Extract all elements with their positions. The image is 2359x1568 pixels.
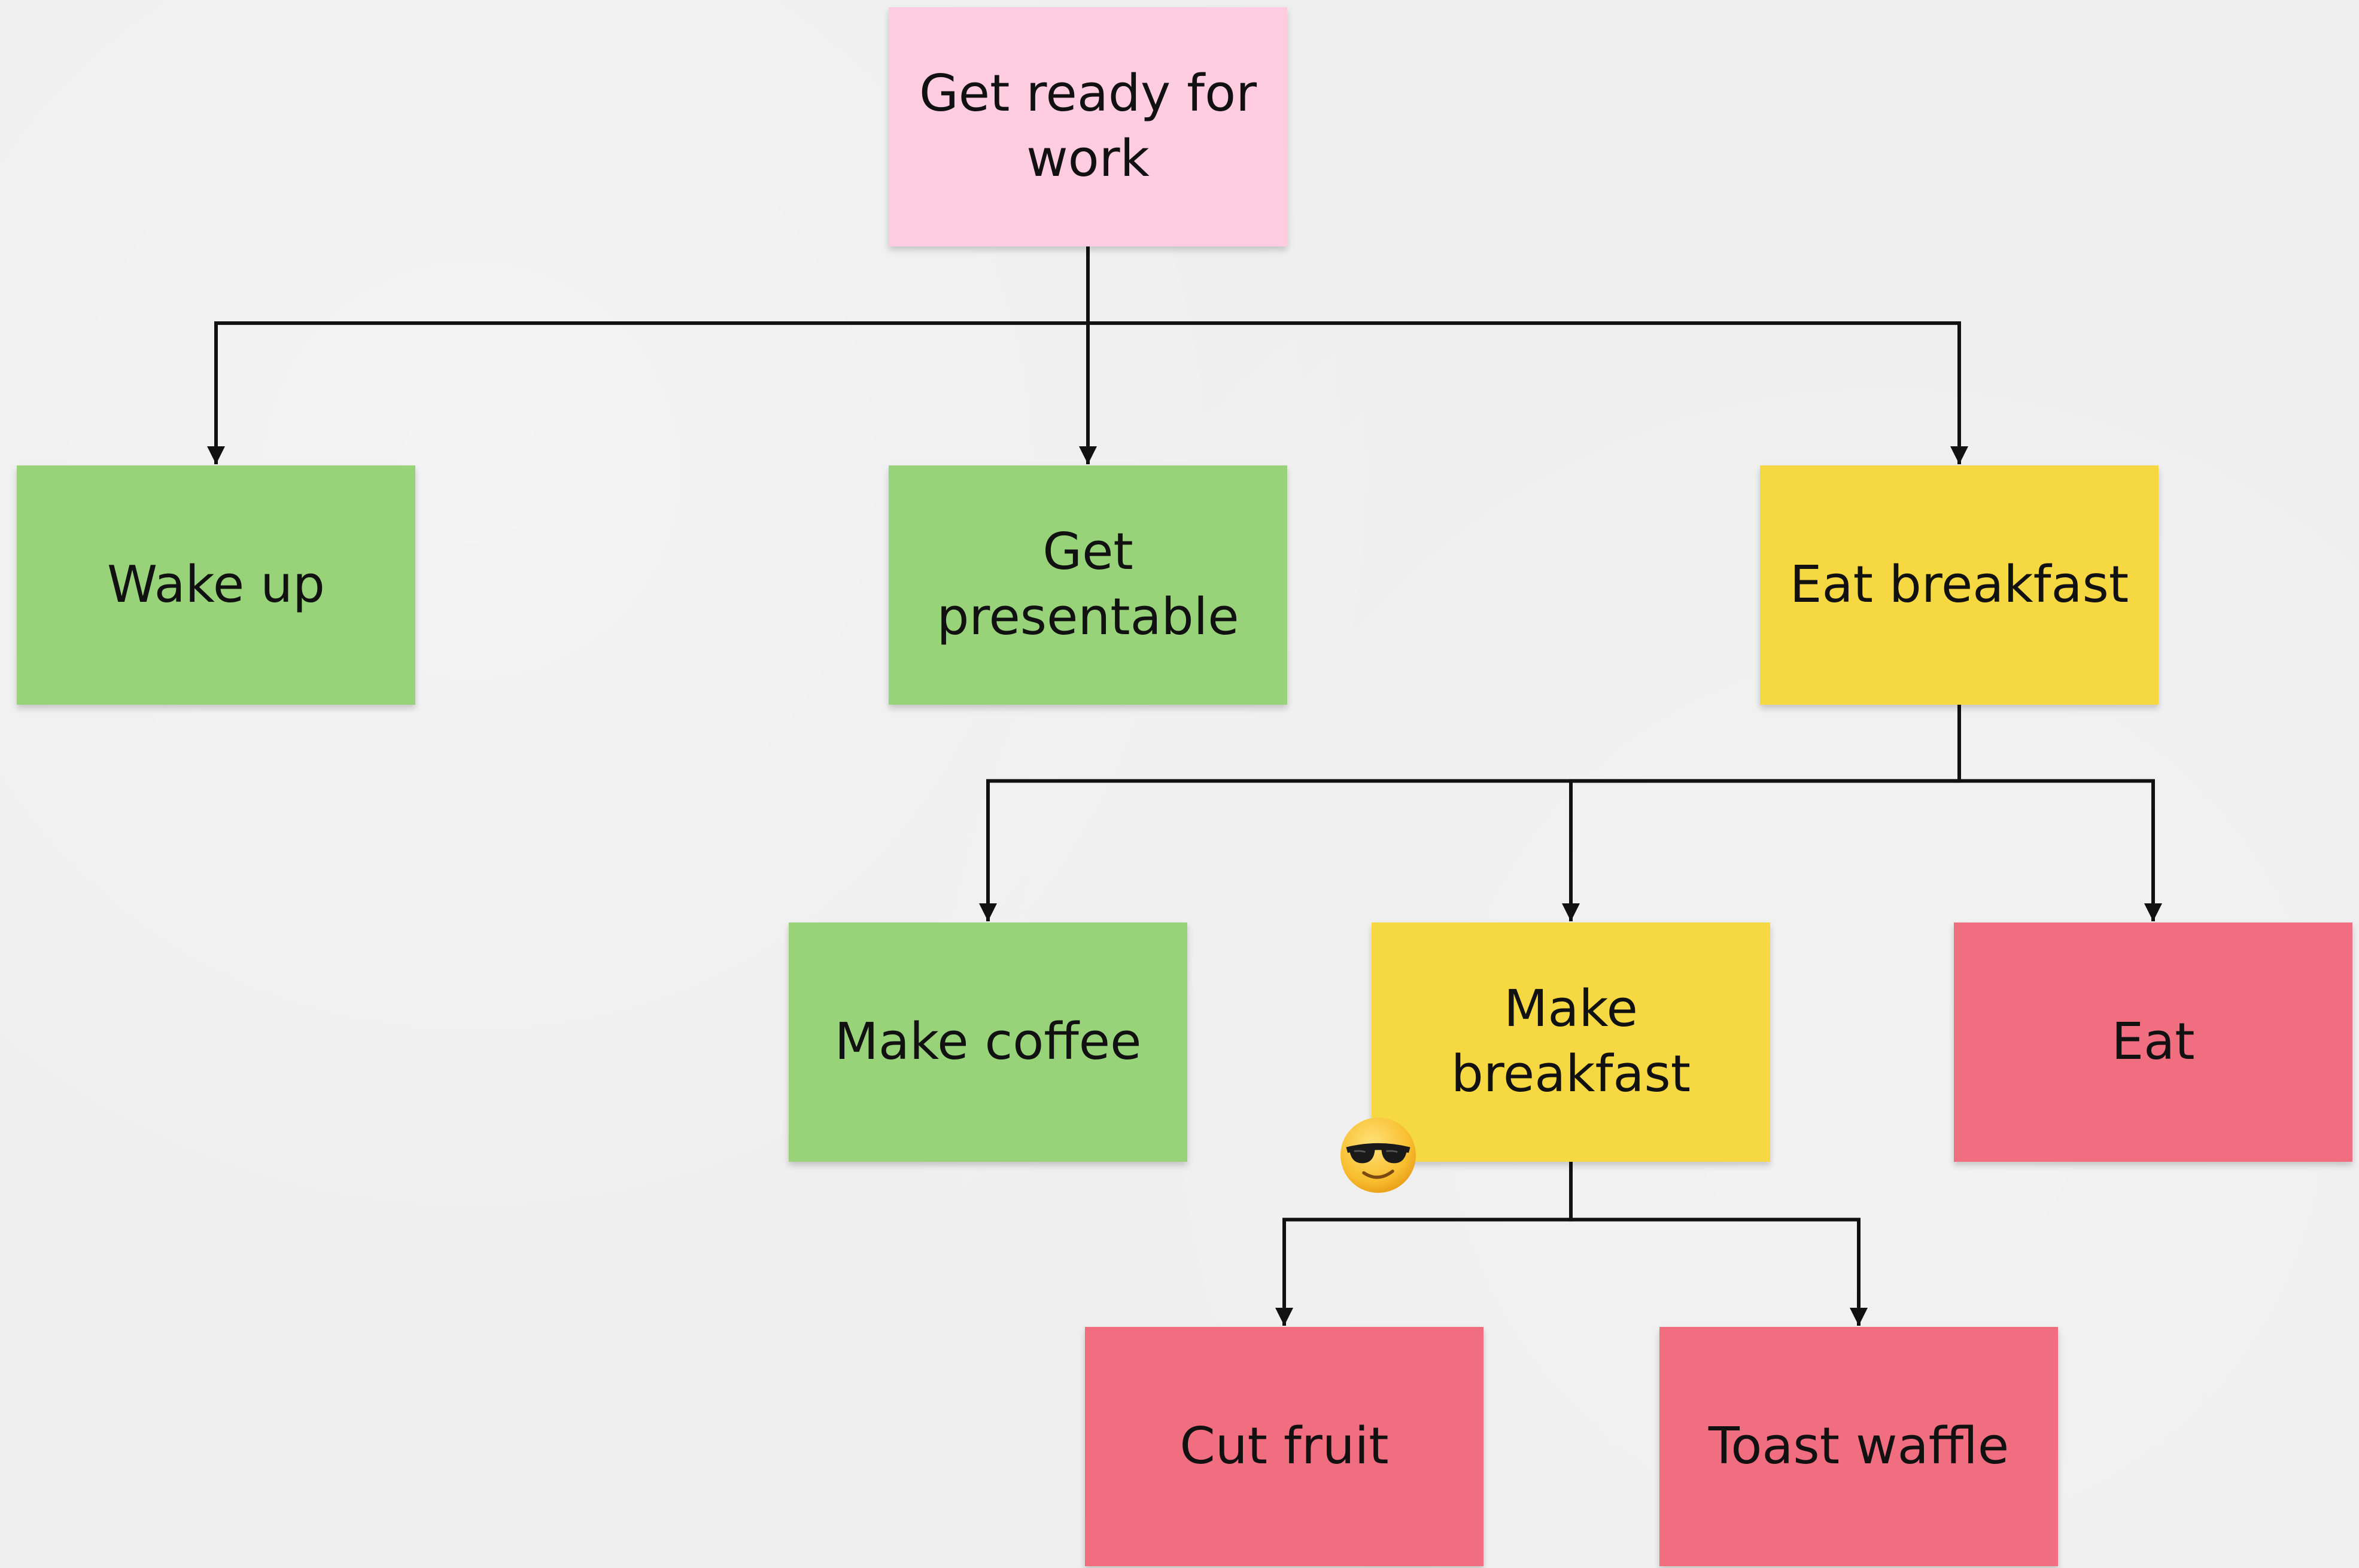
note-wake-up[interactable]: Wake up	[17, 465, 415, 705]
connector-eat_breakfast-to-make_coffee	[979, 705, 1961, 921]
note-label: Eat	[2111, 1012, 2195, 1071]
note-eat-breakfast[interactable]: Eat breakfast	[1760, 465, 2159, 705]
connector-root-to-eat_breakfast	[1086, 246, 1968, 464]
sunglasses-face-icon	[1340, 1118, 1416, 1193]
note-make-coffee[interactable]: Make coffee	[789, 922, 1187, 1162]
connector-make_breakfast-to-cut_fruit	[1275, 1162, 1573, 1326]
note-get-presentable[interactable]: Get presentable	[889, 465, 1287, 705]
note-label: Make breakfast	[1451, 979, 1691, 1104]
note-label: Get presentable	[937, 522, 1239, 647]
note-label: Make coffee	[834, 1012, 1142, 1071]
note-label: Cut fruit	[1180, 1416, 1389, 1476]
note-label: Toast waffle	[1708, 1416, 2010, 1476]
note-label: Get ready for work	[919, 64, 1257, 188]
note-label: Wake up	[107, 555, 326, 614]
connector-make_breakfast-to-toast_waffle	[1569, 1162, 1868, 1326]
connector-eat_breakfast-to-make_breakfast	[1562, 705, 1961, 921]
note-make-breakfast[interactable]: Make breakfast	[1372, 922, 1770, 1162]
note-label: Eat breakfast	[1789, 555, 2129, 614]
note-get-ready-for-work[interactable]: Get ready for work	[889, 7, 1287, 246]
connector-root-to-wake_up	[207, 246, 1090, 464]
note-eat[interactable]: Eat	[1954, 922, 2352, 1162]
note-toast-waffle[interactable]: Toast waffle	[1659, 1327, 2058, 1566]
connector-eat_breakfast-to-eat	[1957, 705, 2162, 921]
note-cut-fruit[interactable]: Cut fruit	[1085, 1327, 1484, 1566]
